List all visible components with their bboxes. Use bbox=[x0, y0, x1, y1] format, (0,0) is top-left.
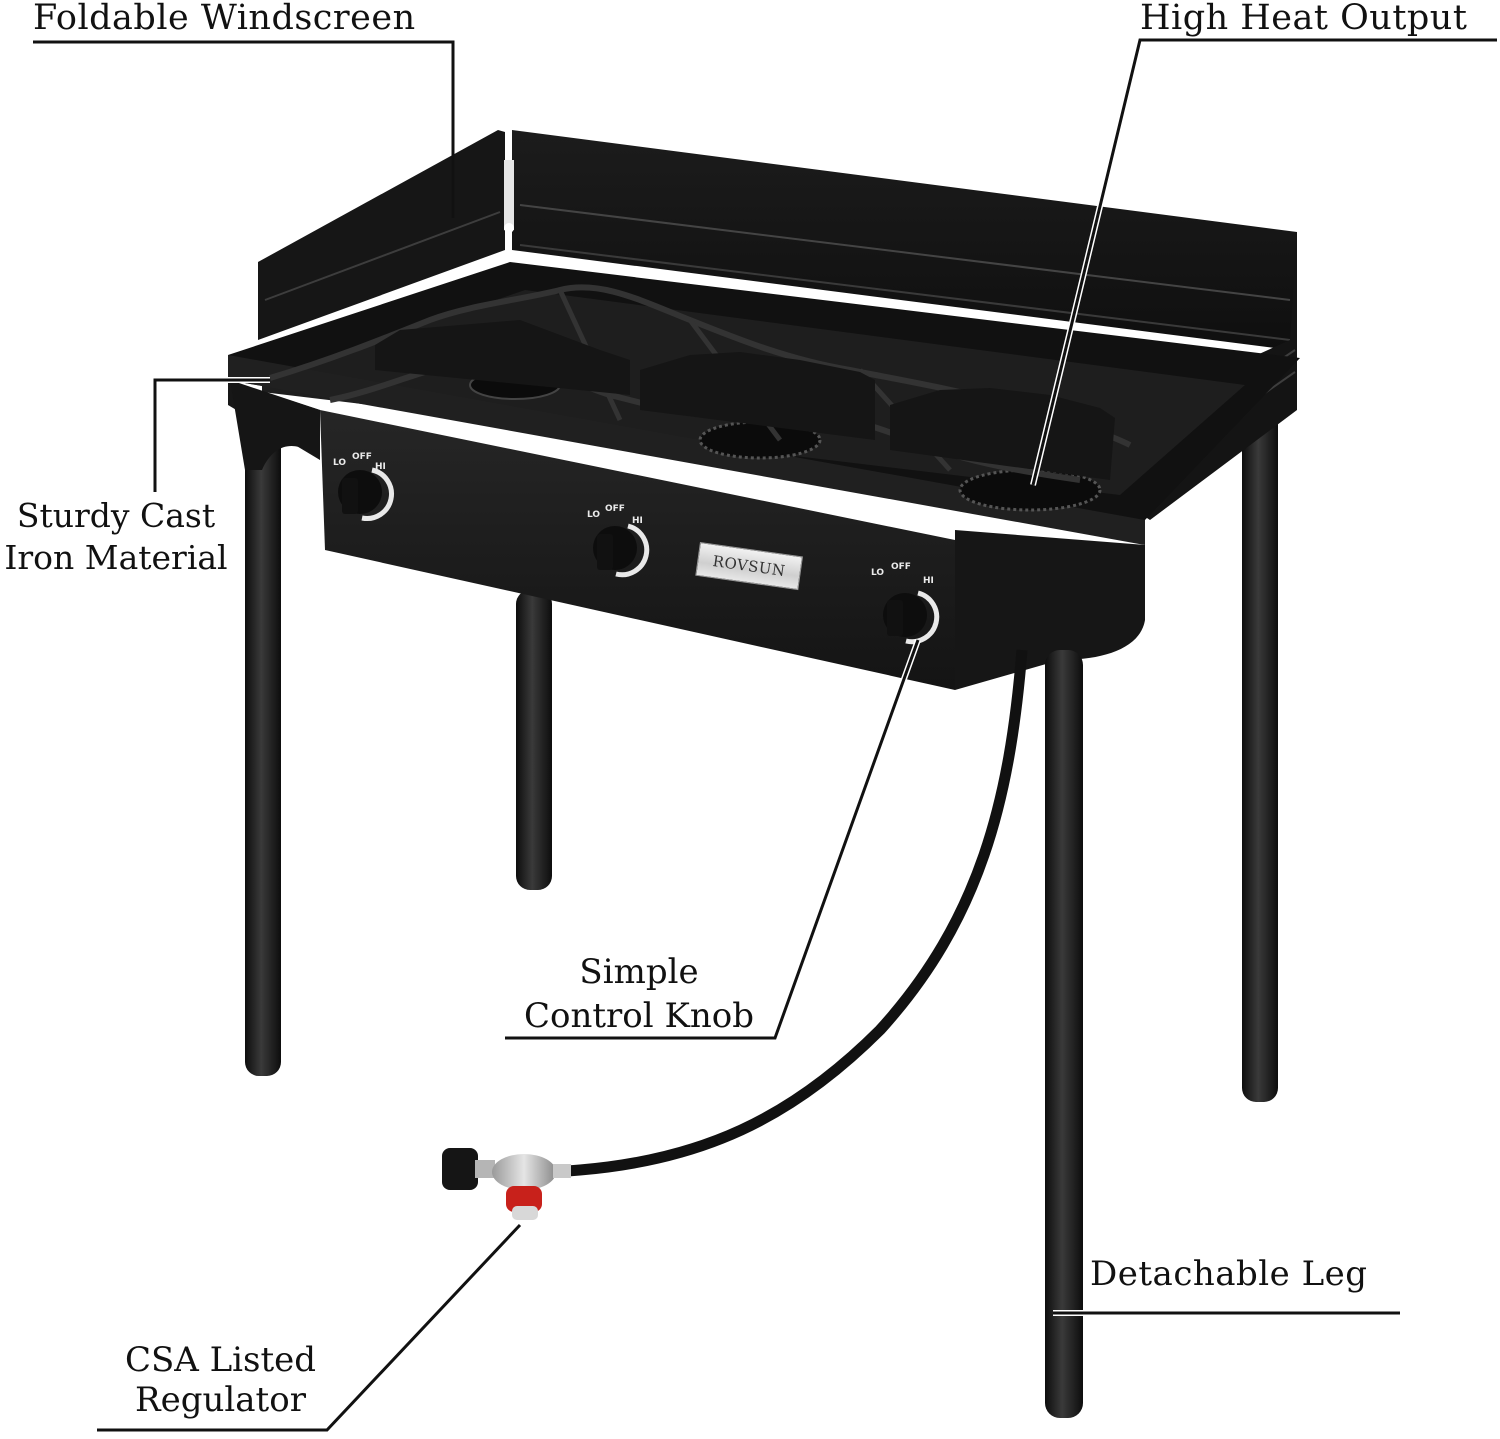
knob-left[interactable] bbox=[338, 467, 394, 521]
callout-iron-line2: Iron Material bbox=[4, 538, 228, 577]
callout-csa-listed-regulator: CSA Listed Regulator bbox=[98, 1340, 343, 1420]
knob-left-lo-label: LO bbox=[333, 458, 347, 468]
knob-right-hi-label: HI bbox=[923, 576, 934, 586]
callout-knob-line1: Simple bbox=[579, 952, 699, 992]
back-legs bbox=[516, 400, 1278, 1102]
gas-hose bbox=[554, 649, 1028, 1178]
knob-left-off-label: OFF bbox=[352, 452, 372, 462]
callout-simple-control-knob: Simple Control Knob bbox=[505, 950, 773, 1038]
burner-tray bbox=[228, 262, 1300, 545]
callout-high-heat-output: High Heat Output bbox=[1140, 0, 1468, 38]
leader-lines bbox=[33, 37, 1497, 1432]
knob-right-off-label: OFF bbox=[891, 562, 911, 572]
knob-right[interactable] bbox=[883, 590, 940, 645]
knob-right-lo-label: LO bbox=[871, 568, 885, 578]
regulator bbox=[442, 1148, 571, 1220]
knob-middle-lo-label: LO bbox=[587, 510, 601, 520]
callout-knob-line2: Control Knob bbox=[524, 996, 754, 1036]
callout-detachable-leg: Detachable Leg bbox=[1090, 1254, 1368, 1294]
callout-regulator-line1: CSA Listed bbox=[124, 1340, 317, 1380]
knob-middle-hi-label: HI bbox=[632, 516, 643, 526]
front-legs bbox=[230, 380, 1083, 1418]
callout-sturdy-cast-iron: Sturdy Cast Iron Material bbox=[0, 495, 232, 579]
knob-middle[interactable] bbox=[593, 523, 650, 578]
callout-regulator-line2: Regulator bbox=[135, 1380, 306, 1420]
knob-left-hi-label: HI bbox=[375, 462, 386, 472]
callout-foldable-windscreen: Foldable Windscreen bbox=[33, 0, 416, 38]
knob-middle-off-label: OFF bbox=[605, 504, 625, 514]
callout-iron-line1: Sturdy Cast bbox=[16, 496, 216, 535]
